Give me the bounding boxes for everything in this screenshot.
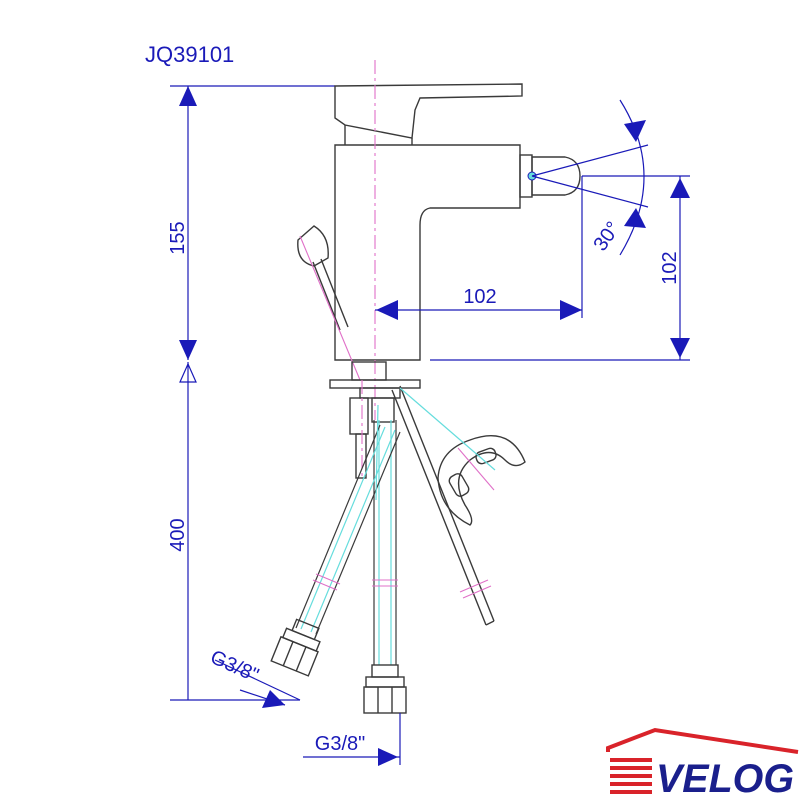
logo-roof-icon xyxy=(606,727,799,754)
hose-center xyxy=(363,420,407,714)
dimension-height-lower: 400 xyxy=(167,362,300,701)
dim-102-vertical-label: 102 xyxy=(659,251,681,284)
dimension-outlet-height: 102 xyxy=(582,175,690,360)
dim-102-horizontal-label: 102 xyxy=(463,286,496,308)
guide-line xyxy=(375,404,379,501)
logo-stripes-icon xyxy=(610,758,652,794)
faucet-body xyxy=(334,83,581,361)
hose-left xyxy=(270,424,401,677)
dimension-spray-angle: 30° xyxy=(531,99,649,256)
dimension-reach: 102 xyxy=(375,176,583,320)
connection-left: G3/8" xyxy=(207,646,301,708)
horseshoe-washer xyxy=(399,387,526,526)
dimension-height-upper: 155 xyxy=(167,85,335,360)
dim-155-label: 155 xyxy=(167,221,189,254)
logo-wordmark: VELOG xyxy=(656,757,794,800)
connection-center: G3/8" xyxy=(303,713,401,766)
g38-center-label: G3/8" xyxy=(315,733,365,755)
model-number: JQ39101 xyxy=(145,42,234,67)
popup-rod xyxy=(297,225,495,626)
dim-30-label: 30° xyxy=(589,218,624,255)
dim-400-label: 400 xyxy=(167,518,189,551)
mounting-assembly xyxy=(329,361,421,480)
g38-left-label: G3/8" xyxy=(207,646,262,687)
brand-logo: VELOG xyxy=(606,727,799,800)
